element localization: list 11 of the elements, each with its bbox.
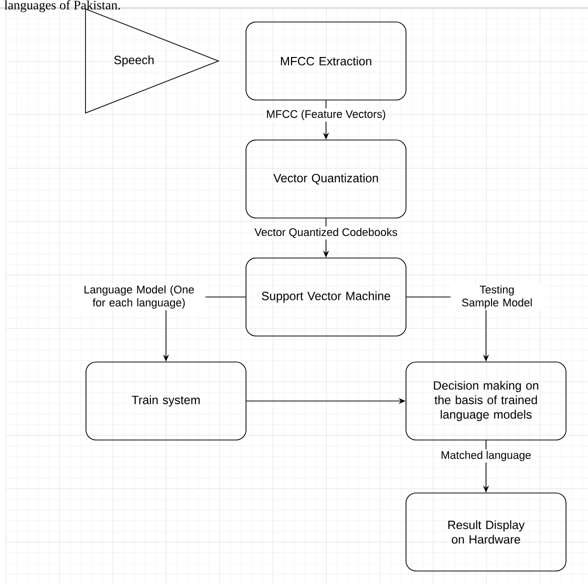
edge-label: Matched language — [439, 449, 533, 463]
edge-label: MFCC (Feature Vectors) — [264, 108, 388, 122]
edge-label: Language Model (One for each language) — [72, 284, 206, 310]
process-box: Train system — [86, 362, 246, 440]
process-box: Support Vector Machine — [246, 258, 406, 336]
process-box: Vector Quantization — [246, 140, 406, 218]
process-box: MFCC Extraction — [246, 22, 406, 100]
process-box: Result Display on Hardware — [406, 492, 566, 572]
edge-label: Testing Sample Model — [450, 284, 544, 310]
process-box: Decision making on the basis of trained language models — [406, 362, 566, 440]
edge-label: Vector Quantized Codebooks — [252, 226, 400, 240]
